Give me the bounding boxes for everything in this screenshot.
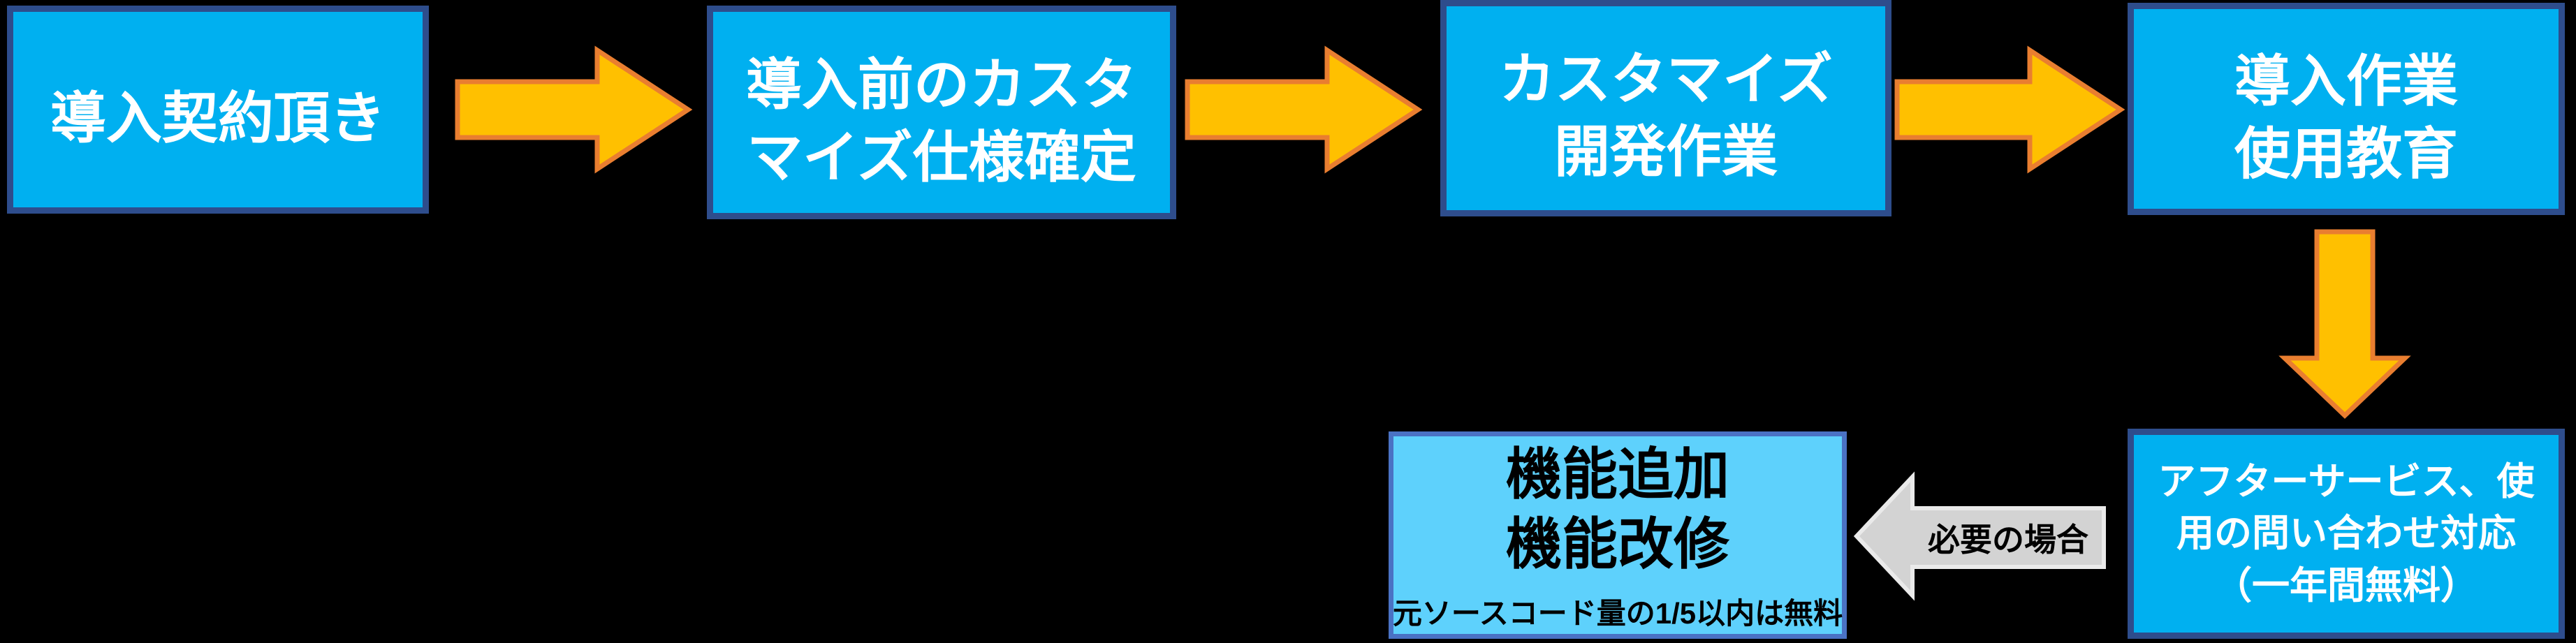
flow-step-after-service: アフターサービス、使 用の問い合わせ対応 （一年間無料） [2128,429,2565,639]
conditional-arrow-label: 必要の場合 [1928,522,2088,558]
flow-step-label: 用の問い合わせ対応 [2176,512,2516,555]
flow-step-label: アフターサービス、使 [2158,460,2535,503]
flow-step-label: 使用教育 [2234,123,2458,185]
flow-step-label: 機能改修 [1506,513,1729,576]
arrow-right-icon [455,45,693,174]
arrow-right-icon [1185,45,1423,174]
flow-step-contract: 導入契約頂き [7,6,429,214]
flow-step-label: マイズ仕様確定 [747,126,1136,189]
flow-step-label: 機能追加 [1506,443,1729,506]
flow-step-label: 導入作業 [2234,50,2458,112]
flow-step-note: 元ソースコード量の1/5以内は無料 [1392,597,1843,630]
arrow-left-icon [1853,471,2106,601]
flow-step-label: 開発作業 [1554,121,1778,183]
flow-step-feature-update: 機能追加 機能改修 元ソースコード量の1/5以内は無料 [1389,431,1847,639]
flow-step-customize-dev: カスタマイズ 開発作業 [1440,0,1891,216]
flow-step-label: （一年間無料） [2214,564,2478,607]
flow-step-label: 導入契約頂き [50,87,386,149]
arrow-right-icon [1894,45,2125,174]
arrow-down-icon [2278,229,2411,419]
flow-step-pre-custom-spec: 導入前のカスタ マイズ仕様確定 [707,6,1176,219]
flow-step-label: カスタマイズ [1499,48,1833,110]
flow-step-install-training: 導入作業 使用教育 [2128,3,2565,215]
flow-step-label: 導入前のカスタ [746,54,1137,116]
